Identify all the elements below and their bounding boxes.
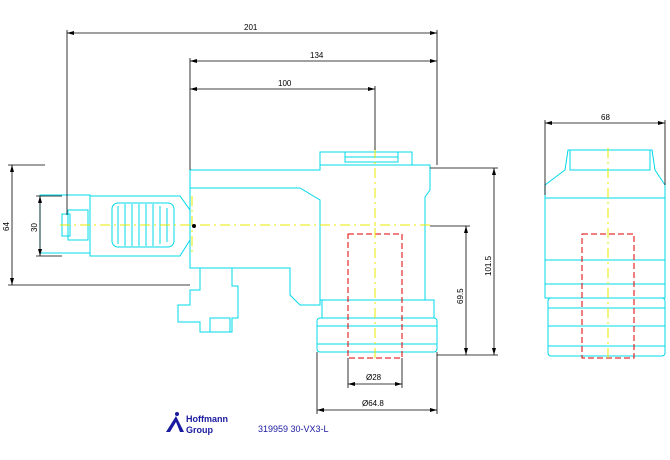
top-cap bbox=[319, 151, 413, 165]
lower-body bbox=[321, 299, 435, 319]
dim-201: 201 bbox=[244, 23, 258, 32]
front-view bbox=[39, 148, 438, 360]
dimensions: 201 134 100 64 30 101.5 69.5 bbox=[2, 23, 666, 414]
side-view bbox=[544, 148, 666, 362]
dim-68: 68 bbox=[601, 113, 610, 122]
side-nut bbox=[547, 297, 666, 357]
housing-step bbox=[190, 187, 321, 300]
clamp-screw bbox=[209, 317, 231, 333]
logo-line2: Group bbox=[186, 425, 213, 435]
logo-line1: Hoffmann bbox=[186, 414, 228, 424]
hoffmann-logo: Hoffmann Group bbox=[166, 412, 228, 435]
side-housing bbox=[544, 149, 666, 299]
side-top-cap bbox=[569, 149, 651, 171]
dim-100: 100 bbox=[278, 79, 292, 88]
main-housing bbox=[189, 164, 431, 306]
part-number: 319959 30-VX3-L bbox=[258, 424, 329, 434]
title-block: Hoffmann Group 319959 30-VX3-L bbox=[166, 412, 329, 435]
dim-64: 64 bbox=[2, 222, 11, 231]
reference-point bbox=[192, 224, 196, 228]
shank-body bbox=[39, 194, 91, 254]
dim-69-5: 69.5 bbox=[456, 288, 465, 304]
clamp-lug bbox=[177, 268, 239, 333]
dim-d28: Ø28 bbox=[366, 373, 382, 382]
spindle-nut bbox=[316, 317, 438, 353]
dim-134: 134 bbox=[310, 51, 324, 60]
dim-101-5: 101.5 bbox=[484, 255, 493, 276]
top-cap-detail bbox=[344, 151, 399, 163]
dim-d64-8: Ø64.8 bbox=[362, 399, 384, 408]
dim-30: 30 bbox=[30, 223, 39, 232]
